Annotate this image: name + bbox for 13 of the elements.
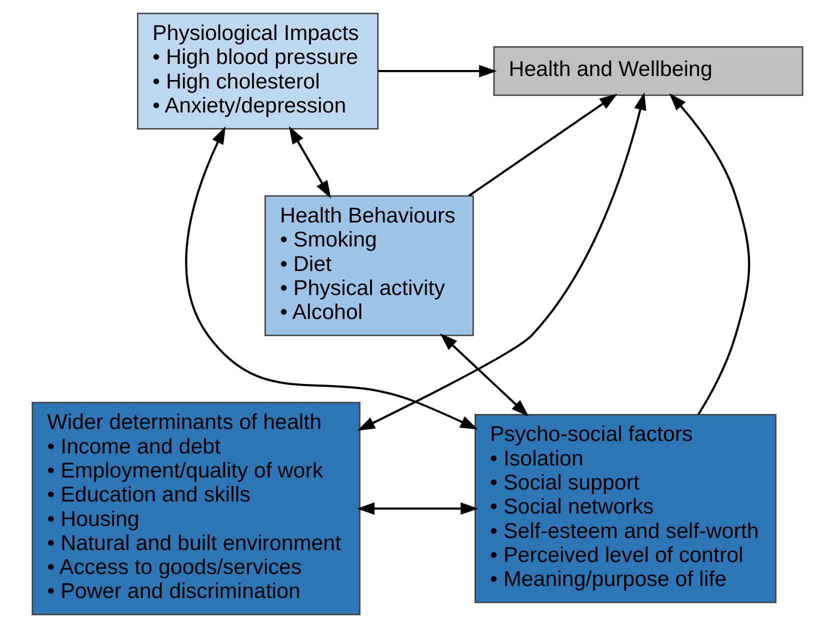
- arrow: [468, 94, 617, 197]
- node-box: Wider determinants of health • Income and debt • Employment/quality of work • Education and skills • Housing • Natural and built environment • Access to goods/services • Power and discrimination: [31, 402, 360, 616]
- arrow: [377, 64, 496, 78]
- node-box: Health Behaviours • Smoking • Diet • Physical activity • Alcohol: [264, 195, 474, 336]
- node-box: Physiological Impacts • High blood pressure • High cholesterol • Anxiety/depression: [136, 12, 378, 130]
- arrow: [356, 502, 478, 515]
- node-box: Psycho-social factors • Isolation • Social support • Social networks • Self-esteem and self-worth • Perceived level of control • Meaning/purpose of life: [474, 414, 776, 604]
- arrow: [356, 92, 646, 431]
- arrow: [184, 126, 478, 430]
- arrow: [439, 333, 528, 417]
- arrow: [668, 93, 750, 415]
- arrow: [288, 126, 330, 198]
- node-box: Health and Wellbeing: [492, 46, 803, 96]
